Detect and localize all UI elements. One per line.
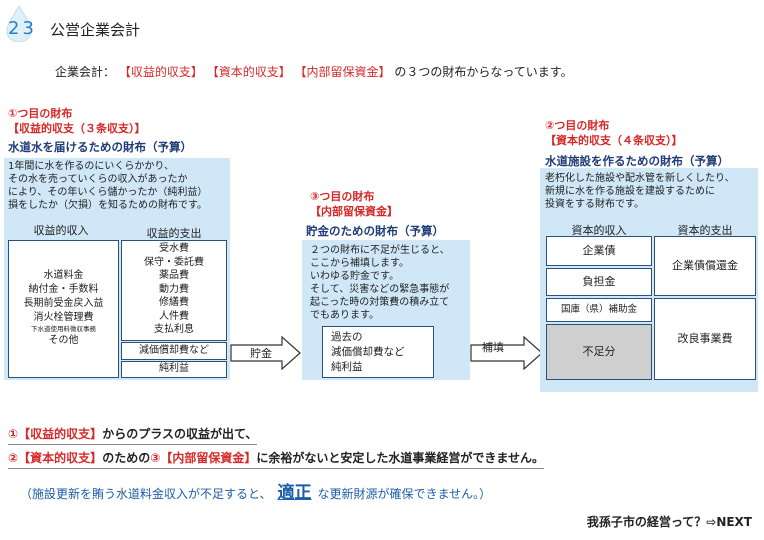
wallet2-desc: 老朽化した施設や配水管を新しくしたり、 新規に水を作る施設を建設するために 投資… bbox=[545, 172, 757, 211]
capital-expense-label: 企業債償還金 bbox=[672, 259, 738, 272]
revenue-note: 下水道使用料徴収事務 bbox=[31, 325, 96, 333]
wallet1-depreciation-box: 減価償却費など bbox=[121, 342, 227, 360]
summary-line-2: ②【資本的収支】のための③【内部留保資金】に余裕がないと安定した水道事業経営がで… bbox=[8, 449, 545, 469]
wallet3-desc-line: いわゆる貯金です。 bbox=[310, 271, 399, 282]
expense-item: 保守・委託費 bbox=[144, 256, 204, 268]
wallet3-desc-line: 起こった時の対策費の積み立て bbox=[310, 297, 450, 308]
wallet2-desc-line: 老朽化した施設や配水管を新しくしたり、 bbox=[545, 173, 735, 184]
summary-tag-3: 【内部留保資金】 bbox=[160, 451, 257, 465]
wallet1-expense-header: 収益的支出 bbox=[146, 227, 202, 240]
capital-revenue-label: 国庫（県）補助金 bbox=[560, 304, 637, 315]
arrow-supplement bbox=[470, 336, 543, 370]
intro-acc1: 【収益的収支】 bbox=[118, 65, 203, 79]
summary-tag-1: 【収益的収支】 bbox=[18, 427, 103, 441]
expense-item: 動力費 bbox=[159, 283, 189, 295]
wallet1-desc-line: により、その年いくら儲かったか（純利益） bbox=[8, 187, 208, 198]
wallet1-desc: 1年間に水を作るのにいくらかかり、 その水を売っていくらの収入があったか により… bbox=[8, 160, 230, 212]
revenue-item: 納付金・手数料 bbox=[28, 284, 99, 295]
capital-revenue-item: 企業債 bbox=[546, 236, 652, 266]
wallet2-desc-line: 投資をする財布です。 bbox=[545, 199, 644, 210]
header: 23 公営企業会計 bbox=[4, 4, 404, 44]
intro-prefix: 企業会計： bbox=[55, 65, 116, 79]
wallet2-expense-header: 資本的支出 bbox=[677, 224, 733, 237]
wallet3-desc-line: そして、災害などの緊急事態が bbox=[310, 284, 450, 295]
wallet3-desc: ２つの財布に不足が生じると、 ここから補填します。 いわゆる貯金です。 そして、… bbox=[310, 244, 470, 322]
wallet1-expense-box: 受水費 保守・委託費 薬品費 動力費 修繕費 人件費 支払利息 bbox=[121, 240, 227, 341]
arrow-supplement-label: 補填 bbox=[482, 341, 504, 354]
capital-expense-label: 改良事業費 bbox=[677, 332, 733, 345]
expense-item: 修繕費 bbox=[159, 297, 189, 308]
arrow-savings bbox=[230, 336, 301, 370]
wallet2-name: 【資本的収支（４条収支）】 bbox=[545, 134, 683, 147]
summary-note-post: な更新財源が確保できません。） bbox=[317, 487, 492, 501]
wallet2-desc-line: 新規に水を作る施設を建設するために bbox=[545, 186, 715, 197]
wallet2-subtitle: 水道施設を作るための財布（予算） bbox=[545, 154, 729, 168]
summary-note-pre: （施設更新を賄う水道料金収入が不足すると、 bbox=[20, 487, 272, 501]
intro-line: 企業会計： 【収益的収支】 【資本的収支】 【内部留保資金】 の３つの財布からな… bbox=[55, 63, 573, 80]
wallet1-subtitle: 水道水を届けるための財布（予算） bbox=[8, 140, 192, 154]
arrow-savings-label: 貯金 bbox=[250, 347, 272, 360]
summary-mid-2: のための bbox=[102, 451, 151, 465]
revenue-other: その他 bbox=[48, 335, 79, 346]
revenue-item: 消火栓管理費 bbox=[33, 312, 94, 323]
capital-revenue-item: 国庫（県）補助金 bbox=[546, 298, 652, 322]
intro-acc2: 【資本的収支】 bbox=[206, 65, 291, 79]
intro-acc3: 【内部留保資金】 bbox=[294, 65, 391, 79]
wallet3-desc-line: ２つの財布に不足が生じると、 bbox=[310, 245, 450, 256]
summary-line-1: ①【収益的収支】からのプラスの収益が出て、 bbox=[8, 425, 258, 445]
wallet3-name: 【内部留保資金】 bbox=[310, 205, 398, 218]
capital-revenue-label: 企業債 bbox=[582, 244, 616, 257]
page-number: 23 bbox=[8, 18, 37, 39]
wallet3-desc-line: でもあります。 bbox=[310, 310, 379, 321]
reserve-line: 減価償却費など bbox=[331, 346, 405, 358]
water-drop-icon bbox=[6, 5, 32, 42]
wallet1-desc-line: その水を売っていくらの収入があったか bbox=[8, 174, 188, 185]
wallet3-ordinal: ③つ目の財布 bbox=[310, 190, 375, 203]
capital-shortfall-label: 不足分 bbox=[582, 345, 616, 358]
intro-suffix: の３つの財布からなっています。 bbox=[394, 65, 573, 79]
expense-item: 薬品費 bbox=[159, 270, 189, 281]
capital-expense-item: 企業債償還金 bbox=[654, 236, 756, 296]
depreciation-label: 減価償却費など bbox=[139, 345, 209, 356]
summary-text-1: からのプラスの収益が出て、 bbox=[102, 427, 258, 441]
summary-note-key: 適正 bbox=[277, 483, 312, 503]
wallet1-desc-line: 1年間に水を作るのにいくらかかり、 bbox=[8, 161, 174, 172]
netprofit-label: 純利益 bbox=[159, 363, 189, 374]
revenue-item: 水道料金 bbox=[43, 270, 84, 281]
summary-note: （施設更新を賄う水道料金収入が不足すると、適正な更新財源が確保できません。） bbox=[20, 478, 491, 503]
revenue-item: 長期前受金戻入益 bbox=[23, 298, 104, 309]
summary-num-2: ② bbox=[8, 451, 19, 465]
reserve-line: 純利益 bbox=[331, 361, 363, 373]
capital-expense-item: 改良事業費 bbox=[654, 298, 756, 380]
summary-num-3: ③ bbox=[150, 451, 161, 465]
wallet3-reserve-box: 過去の 減価償却費など 純利益 bbox=[322, 326, 434, 378]
wallet1-desc-line: 損をしたか（欠損）を知るための財布です。 bbox=[8, 200, 207, 211]
summary-num-1: ① bbox=[8, 427, 19, 441]
capital-shortfall-box: 不足分 bbox=[546, 324, 652, 380]
wallet1-ordinal: ①つ目の財布 bbox=[8, 107, 73, 120]
capital-revenue-label: 負担金 bbox=[582, 275, 616, 288]
reserve-line: 過去の bbox=[331, 331, 363, 343]
wallet1-revenue-header: 収益的収入 bbox=[33, 224, 89, 237]
expense-item: 受水費 bbox=[159, 243, 189, 254]
capital-revenue-item: 負担金 bbox=[546, 268, 652, 296]
page-title: 公営企業会計 bbox=[50, 21, 141, 39]
wallet1-revenue-box: 水道料金 納付金・手数料 長期前受金戻入益 消火栓管理費 下水道使用料徴収事務 … bbox=[8, 240, 119, 378]
wallet1-name: 【収益的収支（３条収支）】 bbox=[8, 122, 146, 135]
wallet3-desc-line: ここから補填します。 bbox=[310, 258, 409, 269]
summary-tag-2: 【資本的収支】 bbox=[18, 451, 103, 465]
expense-item: 支払利息 bbox=[154, 324, 194, 335]
wallet2-revenue-header: 資本的収入 bbox=[571, 224, 627, 237]
summary-text-2: に余裕がないと安定した水道事業経営ができません。 bbox=[256, 451, 545, 465]
wallet3-subtitle: 貯金のための財布（予算） bbox=[306, 224, 444, 238]
wallet2-ordinal: ②つ目の財布 bbox=[545, 119, 610, 132]
wallet1-netprofit-box: 純利益 bbox=[121, 361, 227, 378]
next-link[interactable]: 我孫子市の経営って？⇨NEXT bbox=[586, 515, 752, 529]
expense-item: 人件費 bbox=[159, 310, 189, 322]
